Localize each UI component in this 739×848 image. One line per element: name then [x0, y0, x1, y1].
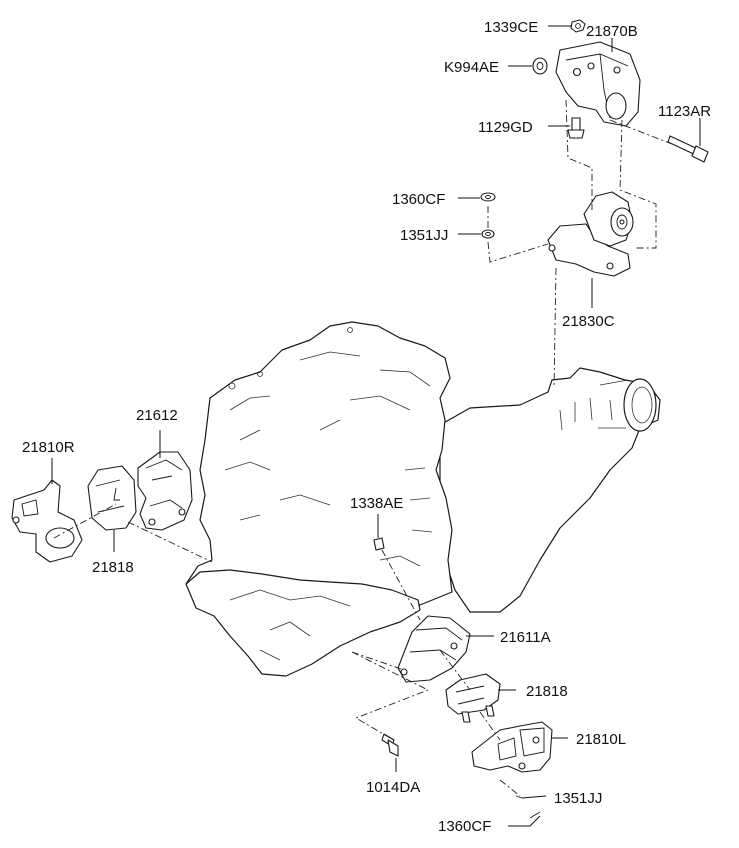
leader-lines: [51, 25, 701, 827]
washer-1360cf-lower: [529, 811, 541, 819]
label-21810r: 21810R: [22, 439, 75, 456]
label-21611a: 21611A: [500, 629, 551, 646]
label-1339ce: 1339CE: [484, 19, 538, 36]
label-21818-left: 21818: [92, 559, 134, 576]
bolt-1014da: [381, 733, 399, 757]
label-1360cf-lower: 1360CF: [438, 818, 491, 835]
washer-k994ae: [532, 57, 548, 75]
bracket-21611a: [397, 615, 471, 683]
bracket-21870b: [555, 41, 641, 127]
bolt-1123ar: [667, 135, 709, 163]
bracket-21810l: [471, 721, 553, 773]
mount-21830c: [547, 191, 634, 277]
insulator-21818-left: [87, 465, 137, 531]
label-1360cf-upper: 1360CF: [392, 191, 445, 208]
bracket-21612: [137, 451, 193, 531]
label-1351jj-upper: 1351JJ: [400, 227, 448, 244]
washer-1360cf-upper: [480, 192, 496, 202]
assembly-lines: [53, 99, 673, 797]
bolt-1129gd: [567, 117, 585, 139]
label-21870b: 21870B: [586, 23, 638, 40]
stud-1338ae: [373, 537, 385, 551]
label-1351jj-lower: 1351JJ: [554, 790, 602, 807]
washer-1351jj-upper: [481, 229, 495, 239]
engine-transmission-assembly: [185, 321, 661, 677]
label-21810l: 21810L: [576, 731, 626, 748]
label-1123ar: 1123AR: [658, 103, 711, 120]
label-1338ae: 1338AE: [350, 495, 403, 512]
label-21830c: 21830C: [562, 313, 615, 330]
bracket-21810r: [11, 479, 83, 563]
label-1014da: 1014DA: [366, 779, 420, 796]
label-k994ae: K994AE: [444, 59, 499, 76]
callout-labels: 1339CE 21870B K994AE 1123AR 1129GD 1360C…: [22, 19, 711, 835]
washer-1351jj-lower: [515, 795, 523, 799]
label-21818-right: 21818: [526, 683, 568, 700]
nut-1339ce: [570, 19, 586, 33]
label-1129gd: 1129GD: [478, 119, 533, 136]
label-21612: 21612: [136, 407, 178, 424]
insulator-21818-right: [445, 673, 501, 723]
